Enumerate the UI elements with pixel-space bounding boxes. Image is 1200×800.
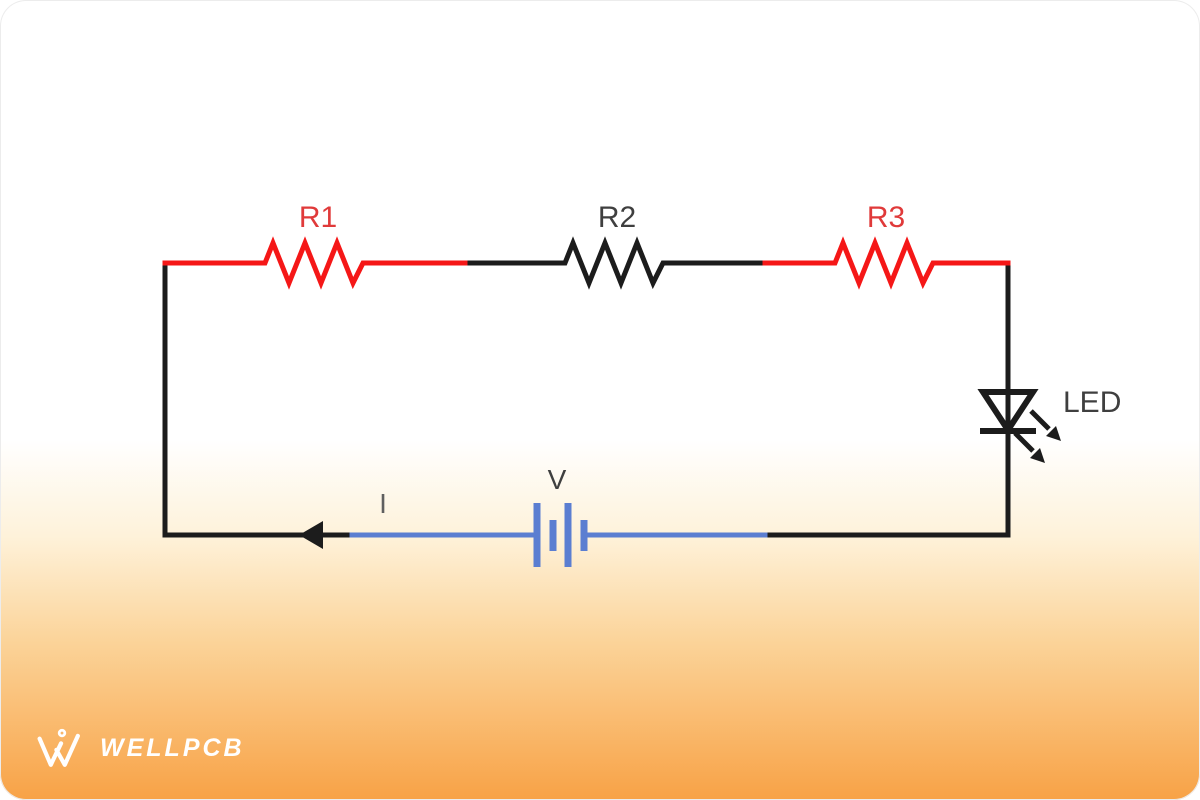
- wire-left-and-bottom-left: [162, 260, 355, 538]
- wellpcb-w-icon: [37, 728, 80, 767]
- resistor-r3-label: R3: [867, 201, 905, 234]
- black-wires: [162, 236, 1011, 538]
- current-label: I: [379, 488, 387, 519]
- battery-symbol: [349, 503, 768, 567]
- resistor-r1-label: R1: [299, 201, 337, 234]
- red-wires: [162, 236, 1011, 290]
- led-emission-arrowhead-2: [1030, 448, 1045, 463]
- resistor-r1-symbol: [162, 236, 468, 290]
- wire-bottom-right-and-right: [762, 260, 1011, 538]
- battery-voltage-label: V: [548, 464, 567, 495]
- led-emission-arrowhead-1: [1046, 426, 1061, 441]
- led-emission-arrow-1: [1029, 409, 1051, 431]
- led-label: LED: [1063, 386, 1121, 419]
- resistor-r2-label: R2: [598, 201, 636, 234]
- brand-name: WELLPCB: [100, 733, 245, 762]
- resistor-r3-symbol: [762, 236, 1011, 290]
- resistor-r2-symbol: [462, 236, 768, 290]
- current-arrow-icon: [299, 521, 323, 549]
- led-triangle: [977, 389, 1039, 436]
- led-emission-arrow-2: [1013, 431, 1035, 453]
- brand-logo: WELLPCB: [34, 724, 245, 772]
- led-symbol: [977, 389, 1061, 463]
